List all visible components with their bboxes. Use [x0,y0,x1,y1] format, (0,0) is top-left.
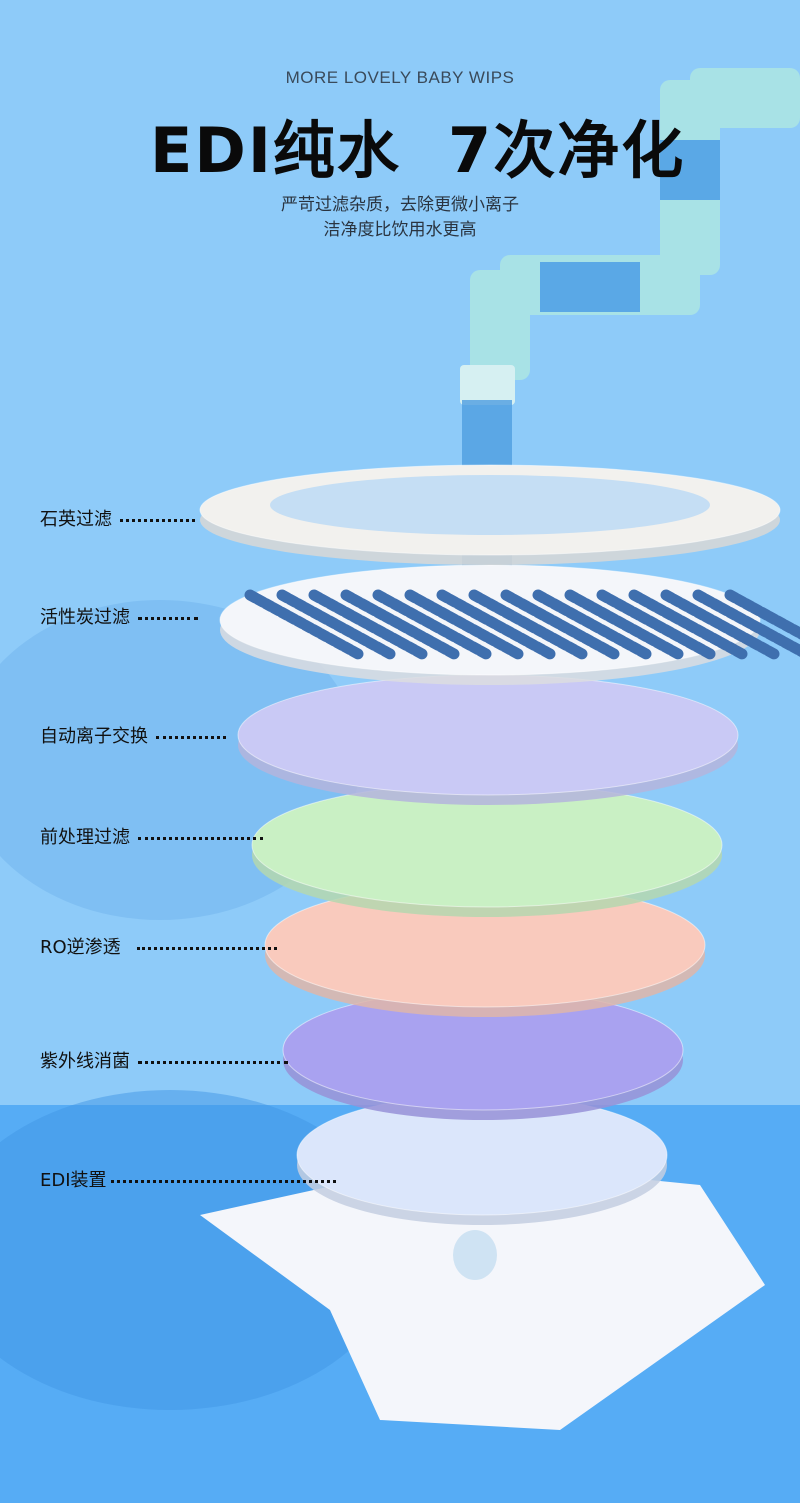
wipe [200,1160,765,1430]
eyebrow-text: MORE LOVELY BABY WIPS [285,68,515,87]
layer-label-carbon: 活性炭过滤 [40,603,198,629]
carbon-rod [468,589,590,661]
carbon-rod [340,589,462,661]
carbon-rod [628,589,750,661]
carbon-rod [692,589,800,657]
carbon-rod [308,589,430,661]
page-title: EDI纯水 7次净化 [150,114,686,187]
carbon-rod [244,589,366,661]
label-text: 活性炭过滤 [40,607,130,628]
leader-line [110,1179,336,1183]
leader-line [120,518,195,522]
carbon-rod [596,589,718,661]
leader-line [138,836,263,840]
layer-label-ro: RO逆渗透 [40,933,277,959]
carbon-rod [564,589,686,661]
filter-plate-carbon [219,564,800,685]
layer-label-pretreatment: 前处理过滤 [40,823,263,849]
filter-plate-uv [282,989,684,1120]
leader-line [136,946,277,950]
leader-line [156,735,226,739]
label-text: 紫外线消菌 [40,1051,130,1072]
water-pool [270,475,710,535]
label-text: 石英过滤 [40,509,112,530]
label-text: 前处理过滤 [40,827,130,848]
carbon-rod [436,589,558,661]
carbon-rod [724,589,800,640]
carbon-rod [372,589,494,661]
subtitle-line-1: 严苛过滤杂质，去除更微小离子 [281,195,519,215]
leader-line [138,616,198,620]
label-text: 自动离子交换 [40,726,148,747]
filter-plate-pretreatment [251,782,723,917]
subtitle-line-2: 洁净度比饮用水更高 [323,220,477,240]
layer-label-uv: 紫外线消菌 [40,1047,288,1073]
filter-plate-ion-exchange [237,674,739,805]
label-text: RO逆渗透 [40,937,121,958]
carbon-rod [276,589,398,661]
carbon-rod [404,589,526,661]
label-text: EDI装置 [40,1170,107,1191]
filter-plate-ro [264,882,706,1017]
carbon-rod [660,589,782,661]
layer-label-edi: EDI装置 [40,1166,336,1192]
carbon-rod [500,589,622,661]
filter-plate-edi [296,1094,668,1225]
layer-label-ion-exchange: 自动离子交换 [40,722,226,748]
carbon-rod [532,589,654,661]
layer-label-quartz: 石英过滤 [40,505,195,531]
leader-line [138,1060,288,1064]
filter-plate-quartz [199,464,781,565]
